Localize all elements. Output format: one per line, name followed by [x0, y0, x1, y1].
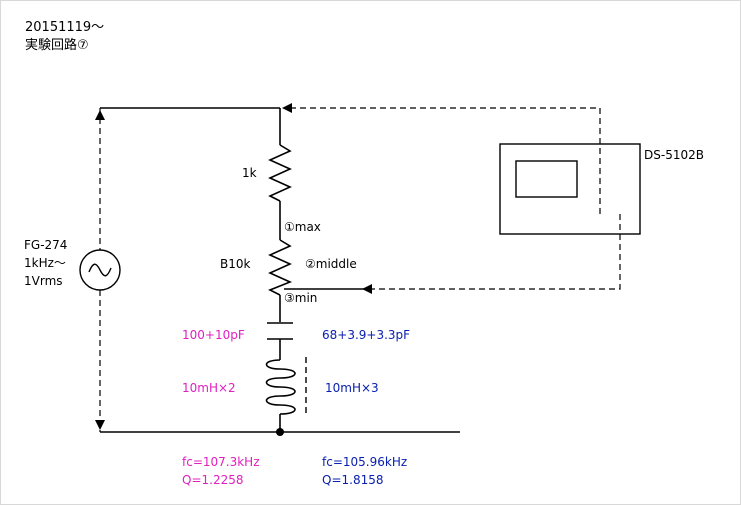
experiment-title: 実験回路⑦	[25, 38, 89, 53]
oscilloscope-screen-icon	[515, 160, 578, 198]
signal-generator	[79, 108, 121, 432]
arrow-down-icon	[95, 420, 105, 430]
pot-pin3-label: ③min	[284, 291, 317, 305]
resistor-label: 1k	[242, 166, 257, 180]
pot-pin2-label: ②middle	[305, 257, 357, 271]
generator-amplitude-label: 1Vrms	[24, 274, 63, 288]
probe-wiring	[290, 107, 621, 290]
config-a-capacitor-label: 100+10pF	[182, 328, 245, 342]
config-a-inductor-label: 10mH×2	[182, 381, 236, 395]
probe-ch2-arrow-icon	[362, 284, 372, 294]
potentiometer-symbol	[268, 239, 293, 296]
oscilloscope	[499, 143, 641, 235]
ground-junction-dot	[276, 428, 284, 436]
config-b-fc-label: fc=105.96kHz	[322, 455, 407, 469]
probe-ch1-line	[290, 107, 601, 214]
generator-model-label: FG-274	[24, 238, 67, 252]
resistor-1k-symbol	[268, 144, 292, 202]
config-b-q-label: Q=1.8158	[322, 473, 384, 487]
generator-freq-label: 1kHz～	[24, 256, 66, 270]
config-a-q-label: Q=1.2258	[182, 473, 244, 487]
probe-ch2-line	[370, 214, 621, 290]
oscilloscope-model-label: DS-5102B	[644, 148, 704, 162]
config-b-inductor-label: 10mH×3	[325, 381, 379, 395]
arrow-up-icon	[95, 110, 105, 120]
config-b-capacitor-label: 68+3.9+3.3pF	[322, 328, 410, 342]
pot-pin1-label: ①max	[284, 220, 321, 234]
potentiometer-label: B10k	[220, 257, 251, 271]
experiment-date: 20151119～	[25, 20, 105, 35]
main-wiring	[100, 107, 460, 433]
inductor-coil	[265, 359, 296, 415]
config-a-fc-label: fc=107.3kHz	[182, 455, 260, 469]
sine-wave-icon	[88, 263, 112, 277]
probe-ch1-arrow-icon	[282, 103, 292, 113]
